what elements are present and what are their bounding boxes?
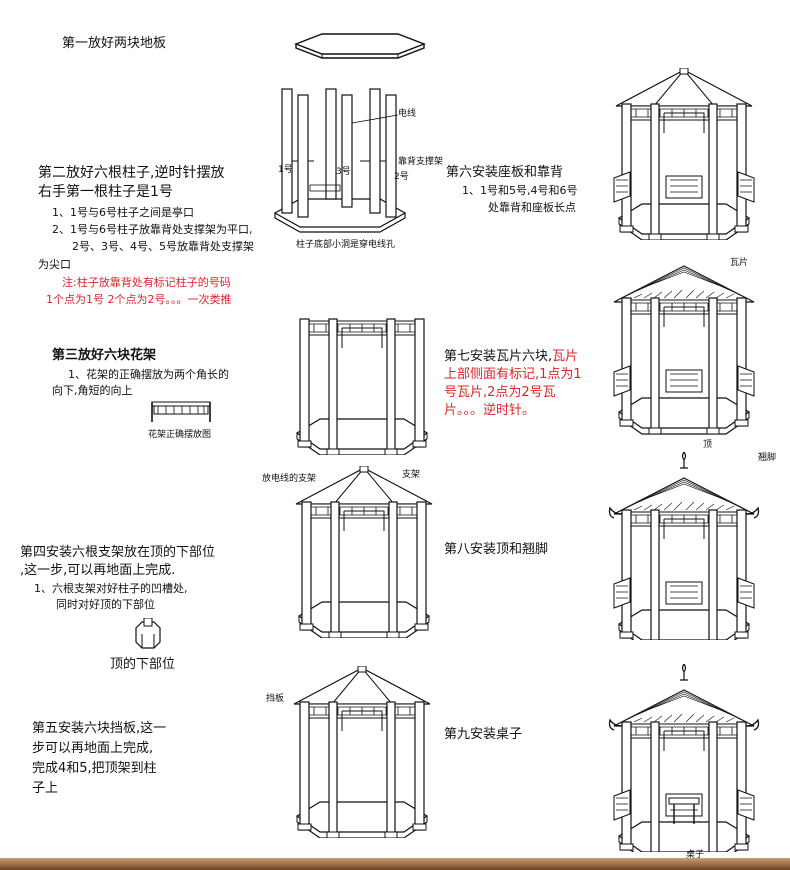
step4-title: 第四安装六根支架放在顶的下部位	[20, 545, 216, 560]
label-wire-hole: 柱子底部小洞是穿电线孔	[296, 240, 396, 250]
step4-line2: ,这一步,可以再地面上完成.	[20, 563, 176, 578]
step8-title: 第八安装顶和翘脚	[444, 542, 549, 557]
label-bracket: 支架	[402, 470, 421, 480]
step7-line3: 号瓦片,2点为2号瓦	[444, 385, 556, 400]
label-pillar-3: 3号	[336, 167, 351, 177]
step7-title-red: 瓦片	[552, 349, 579, 364]
label-pillar-1: 1号	[278, 165, 293, 175]
top-part-icon	[128, 618, 168, 652]
label-eave: 翘脚	[758, 453, 777, 463]
step6-line2: 1、1号和5号,4号和6号	[462, 184, 578, 197]
step5-line1: 第五安装六块挡板,这一	[32, 721, 167, 736]
step7-title: 第七安装瓦片六块,瓦片	[444, 348, 578, 365]
step2-line2: 右手第一根柱子是1号	[38, 184, 173, 200]
step7-line2: 上部侧面有标记,1点为1	[444, 367, 582, 382]
step5-line2: 步可以再地面上完成,	[32, 741, 154, 756]
step4-line4: 同时对好顶的下部位	[56, 598, 155, 611]
step7-title-black: 第七安装瓦片六块,	[444, 349, 553, 364]
pillars-illustration	[270, 85, 410, 235]
step3-line2: 1、花架的正确摆放为两个角长的	[68, 368, 229, 381]
step4-line3: 1、六根支架对好柱子的凹槽处,	[34, 582, 188, 595]
step3-caption: 花架正确摆放图	[148, 430, 212, 440]
board-pavilion-illustration	[292, 666, 432, 838]
step3-title: 第三放好六块花架	[52, 348, 157, 363]
step2-note-line2: 1个点为1号 2个点为2号。。。一次类推	[46, 293, 232, 306]
step3-line3: 向下,角短的向上	[52, 384, 133, 397]
step7-line4: 片。。。逆时针。	[444, 403, 536, 418]
flower-frame-icon	[150, 398, 212, 424]
step6-title: 第六安装座板和靠背	[446, 165, 564, 180]
label-table: 桌子	[686, 850, 705, 860]
bottom-bar	[0, 858, 790, 870]
step2-title: 第二放好六根柱子,逆时针摆放	[38, 165, 225, 181]
label-board: 挡板	[266, 694, 285, 704]
floor-boards-illustration	[290, 30, 430, 66]
seat-pavilion-illustration	[612, 68, 756, 240]
step2-line3: 1、1号与6号柱子之间是亭口	[52, 206, 194, 219]
bracket-pavilion-illustration	[294, 466, 434, 638]
label-tile: 瓦片	[730, 258, 749, 268]
step1-title: 第一放好两块地板	[62, 36, 167, 51]
step9-title: 第九安装桌子	[444, 727, 523, 742]
label-back-support: 靠背支撑架	[398, 157, 444, 167]
label-pillar-2: 2号	[394, 172, 409, 182]
label-top: 顶	[703, 440, 713, 450]
table-pavilion-illustration	[602, 664, 766, 852]
tile-pavilion-illustration	[612, 260, 756, 436]
step2-note-line1: 注:柱子放靠背处有标记柱子的号码	[62, 276, 231, 289]
step2-line6: 为尖口	[38, 258, 71, 271]
eave-pavilion-illustration	[602, 452, 766, 640]
label-wire-bracket: 放电线的支架	[262, 474, 317, 484]
step4-caption: 顶的下部位	[110, 657, 176, 672]
step2-line4: 2、1号与6号柱子放靠背处支撑架为平口,	[52, 223, 253, 236]
step5-line3: 完成4和5,把顶架到柱	[32, 761, 157, 776]
step2-line5: 2号、3号、4号、5号放靠背处支撑架	[72, 240, 254, 253]
step6-line3: 处靠背和座板长点	[488, 201, 576, 214]
flower-frame-pavilion-illustration	[292, 283, 432, 455]
label-wire: 电线	[398, 109, 417, 119]
step5-line4: 子上	[32, 781, 59, 796]
